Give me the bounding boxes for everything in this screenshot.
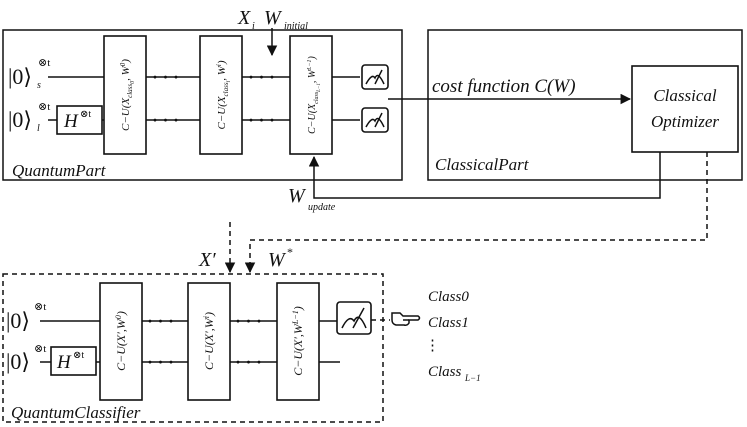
input-x: X	[237, 7, 251, 29]
hadamard-gate	[56, 105, 103, 135]
quantum-classifier-frame	[2, 273, 384, 423]
ellipsis-l-1: · · ·	[152, 110, 179, 130]
classifier-hadamard-gate	[50, 346, 97, 376]
classifier-cu-gate-i-label: C−U(X′,Wi)	[202, 312, 216, 370]
input-x-subscript: i	[252, 21, 255, 32]
update-subscript: update	[308, 202, 336, 213]
classifier-ellipsis-top-1: · · ·	[147, 311, 174, 331]
ket-l-subscript: l	[37, 123, 40, 134]
classifier-ellipsis-bottom-1: · · ·	[147, 352, 174, 372]
optimal-weights-arrow	[244, 152, 708, 274]
hadamard-tensor: ⊗t	[80, 109, 91, 120]
classifier-ellipsis-top-2: · · ·	[235, 311, 262, 331]
optimizer-line2: Optimizer	[651, 112, 719, 131]
cost-function-label: cost function C(W)	[432, 76, 576, 97]
classifier-ket-top-tensor: ⊗t	[34, 301, 46, 313]
update-w: W	[288, 185, 307, 207]
ellipsis-s-1: · · ·	[152, 67, 179, 87]
svg-text:C−U(Xclassi, Wi): C−U(Xclassi, Wi)	[215, 60, 232, 129]
ket-l-tensor: ⊗t	[38, 101, 50, 113]
class-label-last-subscript: L−1	[464, 373, 481, 383]
class-vertical-ellipsis: ⋮	[425, 338, 440, 354]
classical-optimizer-box	[631, 65, 739, 153]
class-label-last: Class	[428, 364, 462, 380]
update-arrow	[308, 152, 661, 199]
cu-gate-0	[103, 35, 147, 155]
classical-part-label: ClassicalPart	[435, 155, 530, 174]
hadamard-label: H	[63, 111, 79, 132]
classifier-ket-bottom: |0⟩	[6, 349, 30, 374]
class-label-0: Class0	[428, 289, 469, 305]
input-w-subscript: initial	[284, 21, 308, 32]
class-label-1: Class1	[428, 315, 469, 331]
input-w: W	[264, 7, 283, 29]
quantum-part-frame	[2, 29, 403, 181]
classifier-cu-gate-last	[276, 282, 320, 401]
meter-icon	[361, 107, 389, 133]
classifier-ellipsis-bottom-2: · · ·	[235, 352, 262, 372]
classifier-input-w-star: *	[287, 245, 293, 259]
svg-text:C−U(XclassL−1, WL−1): C−U(XclassL−1, WL−1)	[307, 55, 322, 133]
ellipsis-l-2: · · ·	[248, 110, 275, 130]
classifier-hadamard-tensor: ⊗t	[73, 350, 84, 361]
meter-icon	[361, 64, 389, 90]
cu-gate-i	[199, 35, 243, 155]
ellipsis-s-2: · · ·	[248, 67, 275, 87]
classifier-cu-gate-last-label: C−U(X′,WL−1)	[291, 306, 305, 376]
cu-gate-i-label: C−U(Xclassi, Wi)	[215, 60, 232, 129]
classifier-input-w: W	[268, 249, 287, 271]
classifier-ket-bottom-tensor: ⊗t	[34, 343, 46, 355]
cu-gate-last-label: C−U(XclassL−1, WL−1)	[307, 55, 322, 133]
classifier-hadamard-label: H	[56, 352, 72, 373]
quantum-classifier-label: QuantumClassifier	[11, 403, 141, 422]
svg-text:C−U(X′,Wi): C−U(X′,Wi)	[202, 312, 216, 370]
meter-icon	[336, 301, 372, 335]
svg-text:C−U(Xclass0, W0): C−U(Xclass0, W0)	[119, 59, 136, 131]
classical-part-frame	[427, 29, 743, 181]
pointing-hand-icon	[391, 312, 421, 326]
cu-gate-last	[289, 35, 333, 155]
svg-text:C−U(X′,W0): C−U(X′,W0)	[114, 311, 128, 371]
classifier-cu-gate-0	[99, 282, 143, 401]
classifier-cu-gate-0-label: C−U(X′,W0)	[114, 311, 128, 371]
cu-gate-0-label: C−U(Xclass0, W0)	[119, 59, 136, 131]
classifier-cu-gate-i	[187, 282, 231, 401]
classifier-input-x: X′	[198, 249, 216, 271]
quantum-part-label: QuantumPart	[12, 161, 107, 180]
classifier-ket-top: |0⟩	[6, 308, 30, 333]
svg-text:C−U(X′,WL−1): C−U(X′,WL−1)	[291, 306, 305, 376]
ket-s: |0⟩	[8, 64, 32, 89]
ket-s-subscript: s	[37, 80, 41, 91]
optimizer-line1: Classical	[653, 86, 717, 105]
ket-l: |0⟩	[8, 107, 32, 132]
ket-s-tensor: ⊗t	[38, 57, 50, 69]
